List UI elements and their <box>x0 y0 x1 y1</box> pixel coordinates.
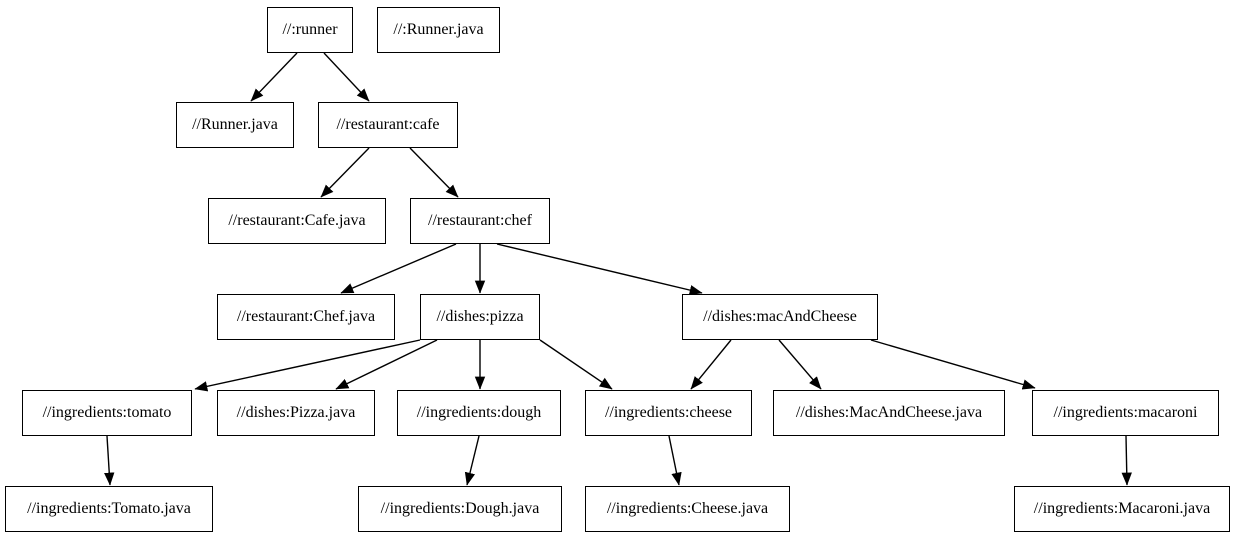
edge-cheese-to-cheese-java <box>668 435 682 486</box>
edge-macandcheese-to-macaroni <box>870 339 1036 390</box>
graph-node-chef: //restaurant:chef <box>410 198 550 244</box>
edge-chef-to-macandcheese <box>496 243 703 296</box>
edge-macandcheese-to-macandcheese-java <box>778 339 822 390</box>
graph-node-runner-java: //Runner.java <box>176 102 294 148</box>
graph-node-cheese-java: //ingredients:Cheese.java <box>585 486 790 532</box>
graph-node-tomato: //ingredients:tomato <box>22 390 192 436</box>
graph-node-runner: //:runner <box>267 7 353 53</box>
graph-node-runner-java-root: //:Runner.java <box>377 7 500 53</box>
edge-cafe-to-cafe-java <box>320 147 370 198</box>
graph-node-chef-java: //restaurant:Chef.java <box>217 294 395 340</box>
graph-node-macandcheese-java: //dishes:MacAndCheese.java <box>773 390 1005 436</box>
graph-node-macandcheese: //dishes:macAndCheese <box>682 294 878 340</box>
graph-node-dough-java: //ingredients:Dough.java <box>358 486 562 532</box>
edge-runner-to-runner-java <box>250 52 298 102</box>
edge-pizza-to-cheese <box>539 339 613 390</box>
edge-runner-to-cafe <box>323 52 370 102</box>
edge-tomato-to-tomato-java <box>104 435 115 486</box>
graph-node-cafe-java: //restaurant:Cafe.java <box>208 198 386 244</box>
edge-chef-to-chef-java <box>340 243 457 294</box>
edge-cafe-to-chef <box>409 147 459 198</box>
graph-node-macaroni-java: //ingredients:Macaroni.java <box>1014 486 1230 532</box>
graph-node-pizza-java: //dishes:Pizza.java <box>217 390 375 436</box>
graph-node-cafe: //restaurant:cafe <box>318 102 458 148</box>
edge-pizza-to-tomato <box>194 339 421 392</box>
edge-macaroni-to-macaroni-java <box>1121 435 1132 486</box>
graph-node-macaroni: //ingredients:macaroni <box>1032 390 1219 436</box>
graph-node-tomato-java: //ingredients:Tomato.java <box>5 486 213 532</box>
edge-dough-to-dough-java <box>464 435 480 486</box>
edge-macandcheese-to-cheese <box>690 339 732 390</box>
graph-node-cheese: //ingredients:cheese <box>585 390 752 436</box>
edge-pizza-to-pizza-java <box>335 339 438 390</box>
graph-node-dough: //ingredients:dough <box>397 390 561 436</box>
graph-node-pizza: //dishes:pizza <box>420 294 540 340</box>
